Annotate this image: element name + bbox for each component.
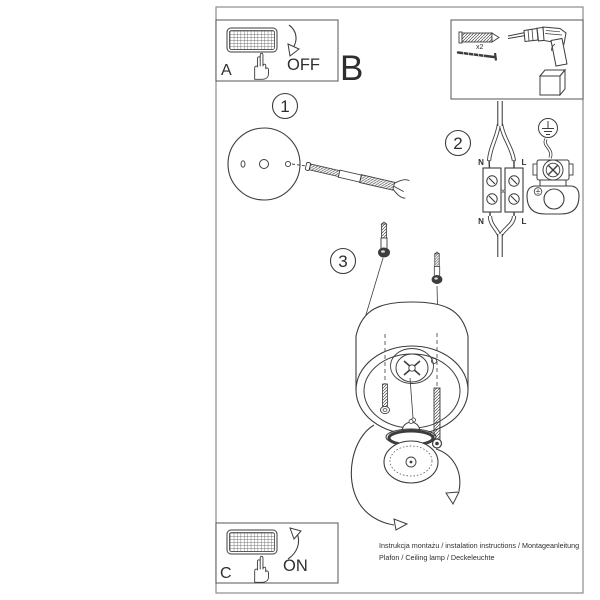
wire-label-l-top: L [522, 158, 527, 167]
lamp-body-drawing [355, 301, 469, 435]
step-1: 1 [227, 92, 410, 201]
footer-line-1: Instrukcja montażu / instalation instruc… [379, 541, 579, 550]
lamp-cable-drawing [487, 212, 517, 257]
arrow-down-head-icon [287, 43, 300, 57]
step-1-number: 1 [280, 97, 289, 116]
footer-captions: Instrukcja montażu / instalation instruc… [379, 541, 579, 562]
rotate-arrow-right [435, 448, 461, 492]
mounting-plate-drawing [227, 127, 301, 201]
screw-icon [456, 50, 498, 61]
bracket-hole [543, 188, 565, 210]
section-b-label: B [340, 49, 363, 88]
anchor-count-label: x2 [476, 44, 484, 51]
wire-label-l-bottom: L [522, 217, 527, 226]
ground-terminal-drawing [532, 159, 574, 181]
mains-cable-drawing [486, 101, 517, 169]
light-switch-icon [226, 27, 278, 53]
panel-a-letter: A [221, 62, 232, 79]
arrow-up-head-icon [289, 527, 302, 540]
arrow-up-icon [287, 532, 300, 560]
step-2: 2 N L x N L [444, 101, 580, 257]
step-3-badge: 3 [329, 247, 357, 275]
step-1-badge: 1 [271, 92, 299, 120]
inner-screw-right [431, 387, 443, 449]
switch-on-label: ON [283, 557, 308, 575]
wire-label-n-bottom: N [478, 217, 484, 226]
panel-tools: x2 [450, 19, 584, 100]
terminal-block-drawing: x [482, 167, 524, 213]
alignment-dashed-line [291, 163, 307, 167]
bulb-socket-drawing [390, 348, 437, 384]
wall-anchor-icon [458, 31, 500, 44]
footer-line-2: Plafon / Ceiling lamp / Deckeleuchte [379, 553, 494, 562]
rotate-arrow-right-head-icon [445, 491, 460, 506]
mounting-screw-left [378, 221, 390, 258]
step-2-number: 2 [453, 134, 462, 153]
inner-screw-left [380, 383, 390, 415]
step-3-number: 3 [338, 252, 347, 271]
page-border [215, 6, 584, 594]
center-guide-line [409, 377, 414, 419]
wire-label-n-top: N [478, 158, 484, 167]
panel-switch-off: OFF A [215, 19, 339, 82]
panel-c-letter: C [220, 565, 232, 582]
bulb-drawing [383, 419, 439, 484]
drill-icon [507, 26, 568, 97]
light-switch-icon [226, 529, 278, 555]
rotate-arrow-left-head-icon [393, 518, 409, 531]
step-2-badge: 2 [444, 129, 472, 157]
arrow-down-icon [288, 24, 297, 49]
rotate-arrow-left [350, 424, 395, 526]
ground-wire-core [544, 138, 552, 159]
mounting-bracket-drawing [526, 179, 580, 215]
step-3: 3 [329, 221, 469, 531]
screw-anchor-drawing [304, 161, 410, 199]
switch-off-label: OFF [287, 56, 320, 74]
mounting-screw-right [431, 251, 443, 284]
bracket-ground-mark-icon [533, 187, 543, 196]
ground-symbol-icon [538, 118, 558, 138]
terminal-junction-mark: x [501, 188, 505, 195]
panel-switch-on: ON C [215, 522, 339, 584]
